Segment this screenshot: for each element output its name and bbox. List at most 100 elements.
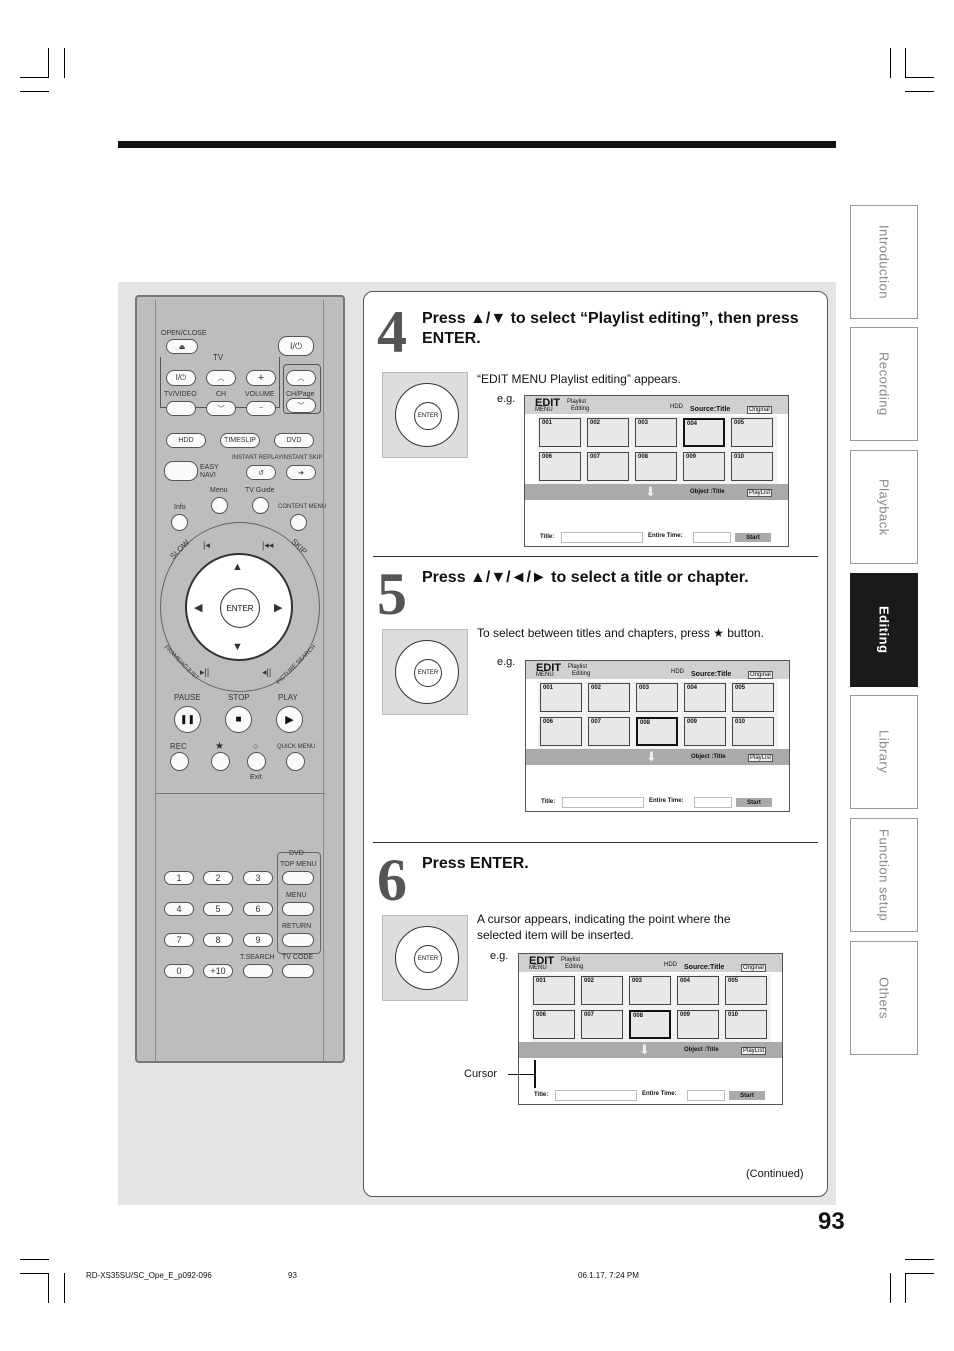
num-6-button[interactable]: 6 <box>243 902 273 916</box>
crop-mark <box>905 1259 934 1260</box>
return-button[interactable] <box>282 933 314 947</box>
playlist-button[interactable]: PlayList <box>747 489 773 497</box>
num-3-button[interactable]: 3 <box>243 871 273 885</box>
num-4-button[interactable]: 4 <box>164 902 194 916</box>
tv-power-button[interactable]: I/⏻ <box>166 370 196 386</box>
title-thumbnail[interactable]: 010 <box>732 717 774 746</box>
tab-library[interactable]: Library <box>850 695 918 809</box>
original-button[interactable]: Original <box>741 964 766 972</box>
info-button[interactable] <box>171 514 188 531</box>
power-icon: I/⏻ <box>175 373 187 382</box>
instant-replay-button[interactable]: ↺ <box>246 465 276 480</box>
title-thumbnail[interactable]: 001 <box>539 418 581 447</box>
title-thumbnail[interactable]: 003 <box>629 976 671 1005</box>
title-thumbnail[interactable]: 009 <box>684 717 726 746</box>
playlist-button[interactable]: PlayList <box>741 1047 767 1055</box>
star-button[interactable] <box>211 752 230 771</box>
title-thumbnail[interactable]: 003 <box>635 418 677 447</box>
tab-others[interactable]: Others <box>850 941 918 1055</box>
start-button[interactable]: Start <box>729 1091 765 1100</box>
title-thumbnail[interactable]: 001 <box>540 683 582 712</box>
title-thumbnail[interactable]: 006 <box>539 452 581 481</box>
title-thumbnail[interactable]: 003 <box>636 683 678 712</box>
num-5-button[interactable]: 5 <box>203 902 233 916</box>
num-7-button[interactable]: 7 <box>164 933 194 947</box>
title-thumbnail[interactable]: 010 <box>731 452 773 481</box>
content-menu-button[interactable] <box>290 514 307 531</box>
dvd-menu-button[interactable] <box>282 902 314 916</box>
ch-page-down-button[interactable]: ﹀ <box>286 398 316 413</box>
title-thumbnail[interactable]: 009 <box>677 1010 719 1039</box>
title-thumbnail[interactable]: 005 <box>725 976 767 1005</box>
start-button[interactable]: Start <box>735 533 771 542</box>
ch-down-button[interactable]: ﹀ <box>206 401 236 416</box>
play-button[interactable]: ▶ <box>276 706 303 733</box>
num-0-button[interactable]: 0 <box>164 964 194 978</box>
rec-button[interactable] <box>170 752 189 771</box>
dvd-button[interactable]: DVD <box>274 433 314 448</box>
volume-up-button[interactable]: + <box>246 370 276 386</box>
title-thumbnail[interactable]: 006 <box>540 717 582 746</box>
start-button[interactable]: Start <box>736 798 772 807</box>
arrow-right-icon[interactable]: ▶ <box>274 602 283 614</box>
tv-video-button[interactable] <box>166 401 196 416</box>
circle-button[interactable] <box>247 752 266 771</box>
thumbnail-number: 003 <box>632 978 643 984</box>
source-label: Source:Title <box>684 964 725 971</box>
power-button[interactable]: I/⏻ <box>278 336 314 356</box>
tab-editing[interactable]: Editing <box>850 573 918 687</box>
ch-up-button[interactable]: ︿ <box>206 370 236 386</box>
num-8-button[interactable]: 8 <box>203 933 233 947</box>
tab-introduction[interactable]: Introduction <box>850 205 918 319</box>
title-thumbnail[interactable]: 004 <box>684 683 726 712</box>
title-thumbnail[interactable]: 008 <box>636 717 678 746</box>
title-thumbnail[interactable]: 005 <box>731 418 773 447</box>
tab-function-setup[interactable]: Function setup <box>850 818 918 932</box>
original-button[interactable]: Original <box>747 406 772 414</box>
tv-code-button[interactable] <box>282 964 314 978</box>
title-thumbnail[interactable]: 008 <box>629 1010 671 1039</box>
quick-menu-button[interactable] <box>286 752 305 771</box>
tv-guide-button[interactable] <box>252 497 269 514</box>
pause-button[interactable]: ❚❚ <box>174 706 201 733</box>
instant-skip-button[interactable]: ➜ <box>286 465 316 480</box>
thumbnail-number: 001 <box>536 978 547 984</box>
original-button[interactable]: Original <box>748 671 773 679</box>
title-thumbnail[interactable]: 007 <box>588 717 630 746</box>
title-thumbnail[interactable]: 004 <box>683 418 725 447</box>
tab-recording[interactable]: Recording <box>850 327 918 441</box>
timeslip-button[interactable]: TIMESLIP <box>220 433 260 448</box>
tab-playback[interactable]: Playback <box>850 450 918 564</box>
arrow-up-icon[interactable]: ▲ <box>232 561 243 573</box>
volume-down-button[interactable]: − <box>246 401 276 416</box>
title-thumbnail[interactable]: 001 <box>533 976 575 1005</box>
stop-button[interactable]: ■ <box>225 706 252 733</box>
title-thumbnail[interactable]: 005 <box>732 683 774 712</box>
t-search-button[interactable] <box>243 964 273 978</box>
title-thumbnail[interactable]: 002 <box>581 976 623 1005</box>
playlist-button[interactable]: PlayList <box>748 754 774 762</box>
title-thumbnail[interactable]: 010 <box>725 1010 767 1039</box>
open-close-button[interactable]: ⏏ <box>166 339 198 354</box>
title-thumbnail[interactable]: 008 <box>635 452 677 481</box>
title-thumbnail[interactable]: 009 <box>683 452 725 481</box>
title-thumbnail[interactable]: 007 <box>587 452 629 481</box>
num-1-button[interactable]: 1 <box>164 871 194 885</box>
num-2-button[interactable]: 2 <box>203 871 233 885</box>
ch-page-up-button[interactable]: ︿ <box>286 370 316 386</box>
title-thumbnail[interactable]: 004 <box>677 976 719 1005</box>
num-9-button[interactable]: 9 <box>243 933 273 947</box>
easy-navi-button[interactable] <box>164 461 198 481</box>
title-thumbnail[interactable]: 007 <box>581 1010 623 1039</box>
plus-10-button[interactable]: +10 <box>203 964 233 978</box>
enter-button[interactable]: ENTER <box>220 588 260 628</box>
title-thumbnail[interactable]: 002 <box>588 683 630 712</box>
menu-button[interactable] <box>211 497 228 514</box>
title-thumbnail[interactable]: 002 <box>587 418 629 447</box>
title-thumbnail[interactable]: 006 <box>533 1010 575 1039</box>
arrow-left-icon[interactable]: ◀ <box>194 602 203 614</box>
arrow-down-icon[interactable]: ▼ <box>232 641 243 653</box>
num-label: 3 <box>255 873 261 883</box>
hdd-button[interactable]: HDD <box>166 433 206 448</box>
top-menu-button[interactable] <box>282 871 314 885</box>
